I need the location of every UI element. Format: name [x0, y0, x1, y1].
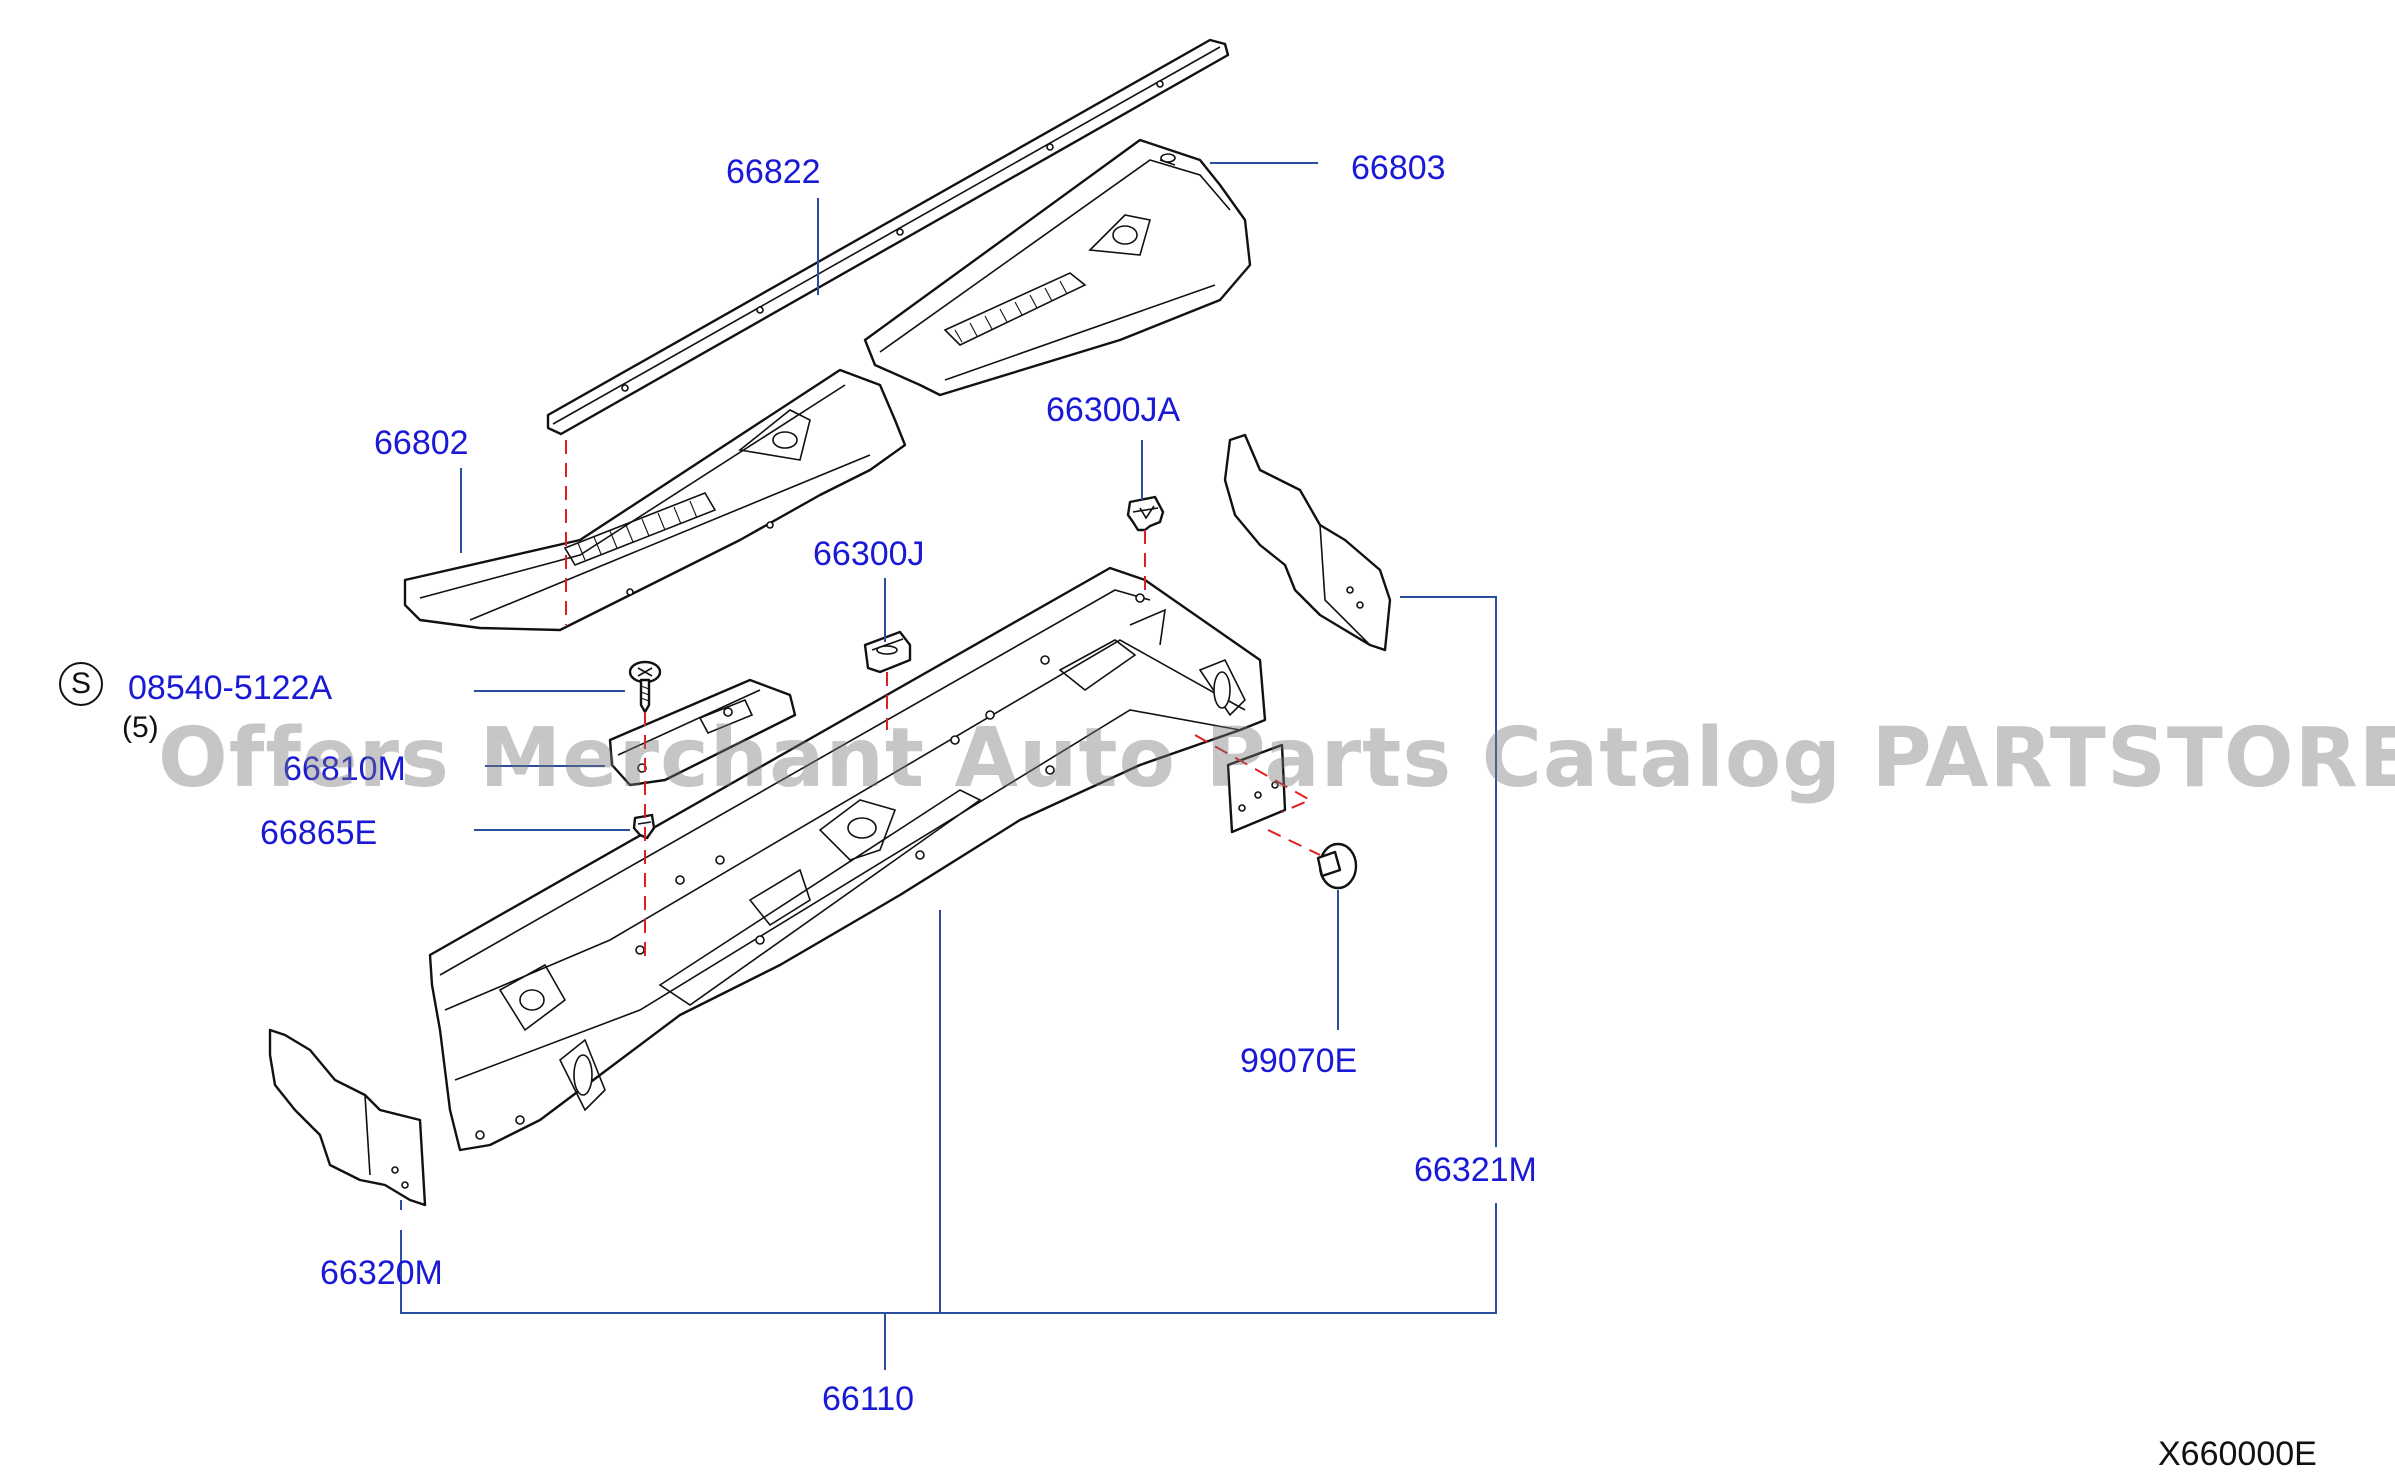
part-66802-left-cowl	[403, 368, 907, 632]
part-99070E-plug	[1226, 743, 1358, 890]
label-66803[interactable]: 66803	[1351, 149, 1446, 187]
label-66320M[interactable]: 66320M	[320, 1254, 443, 1292]
label-66110[interactable]: 66110	[822, 1380, 915, 1418]
part-66803-right-cowl	[863, 138, 1252, 397]
label-08540-5122A[interactable]: 08540-5122A	[128, 669, 333, 707]
label-66810M[interactable]: 66810M	[283, 750, 406, 788]
part-66300JA-clip	[1126, 495, 1165, 532]
watermark: Offers Merchant Auto Parts Catalog PARTS…	[158, 711, 2395, 806]
label-66822[interactable]: 66822	[726, 153, 821, 191]
label-66300JA[interactable]: 66300JA	[1046, 391, 1181, 429]
part-66865E-clip	[632, 813, 656, 840]
diagram-code: X660000E	[2158, 1435, 2317, 1473]
part-66110-cowl-panel	[428, 566, 1267, 1152]
part-66320M-left-insulator	[268, 1028, 427, 1207]
s-symbol-text: S	[70, 667, 91, 700]
label-66300J[interactable]: 66300J	[813, 535, 925, 573]
label-66802[interactable]: 66802	[374, 424, 469, 462]
label-66321M[interactable]: 66321M	[1414, 1151, 1537, 1189]
part-08540-screw	[628, 660, 662, 714]
label-99070E[interactable]: 99070E	[1240, 1042, 1358, 1080]
alignment-lines	[565, 440, 1321, 960]
label-66865E[interactable]: 66865E	[260, 814, 378, 852]
label-qty: (5)	[122, 711, 159, 744]
leader-lines	[400, 162, 1497, 1370]
part-66321M-right-insulator	[1223, 433, 1392, 652]
s-symbol-circle: S	[59, 662, 103, 706]
part-66822-strip	[546, 38, 1230, 436]
part-66300J-clip	[863, 630, 912, 674]
part-66810M-bracket	[608, 678, 797, 787]
